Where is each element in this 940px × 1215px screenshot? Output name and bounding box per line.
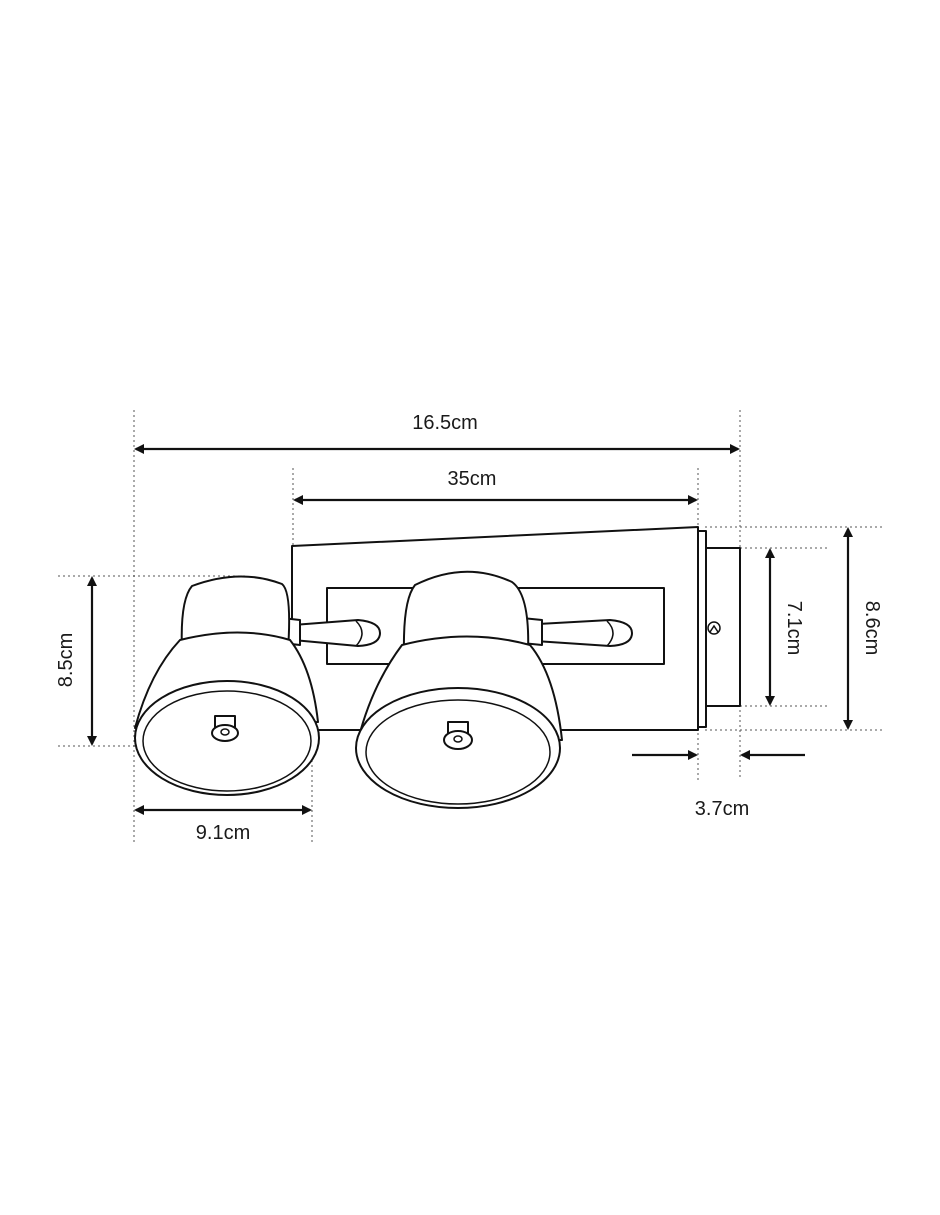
right-spotlight: [355, 570, 633, 809]
left-spotlight: [134, 575, 381, 796]
plate-height-label: 8.6cm: [861, 601, 883, 655]
overall-width-label: 16.5cm: [412, 412, 478, 434]
screw-icon: [707, 621, 721, 635]
dimension-arrows: [87, 444, 853, 815]
shade-height-label: 8.5cm: [55, 633, 77, 687]
base-height-label: 7.1cm: [783, 601, 805, 655]
plate-width-label: 35cm: [448, 468, 497, 490]
dimension-labels: 16.5cm 35cm 8.5cm 9.1cm 8.6cm 7.1cm 3.7c…: [55, 412, 883, 844]
shade-width-label: 9.1cm: [196, 822, 250, 844]
depth-label: 3.7cm: [695, 798, 749, 820]
